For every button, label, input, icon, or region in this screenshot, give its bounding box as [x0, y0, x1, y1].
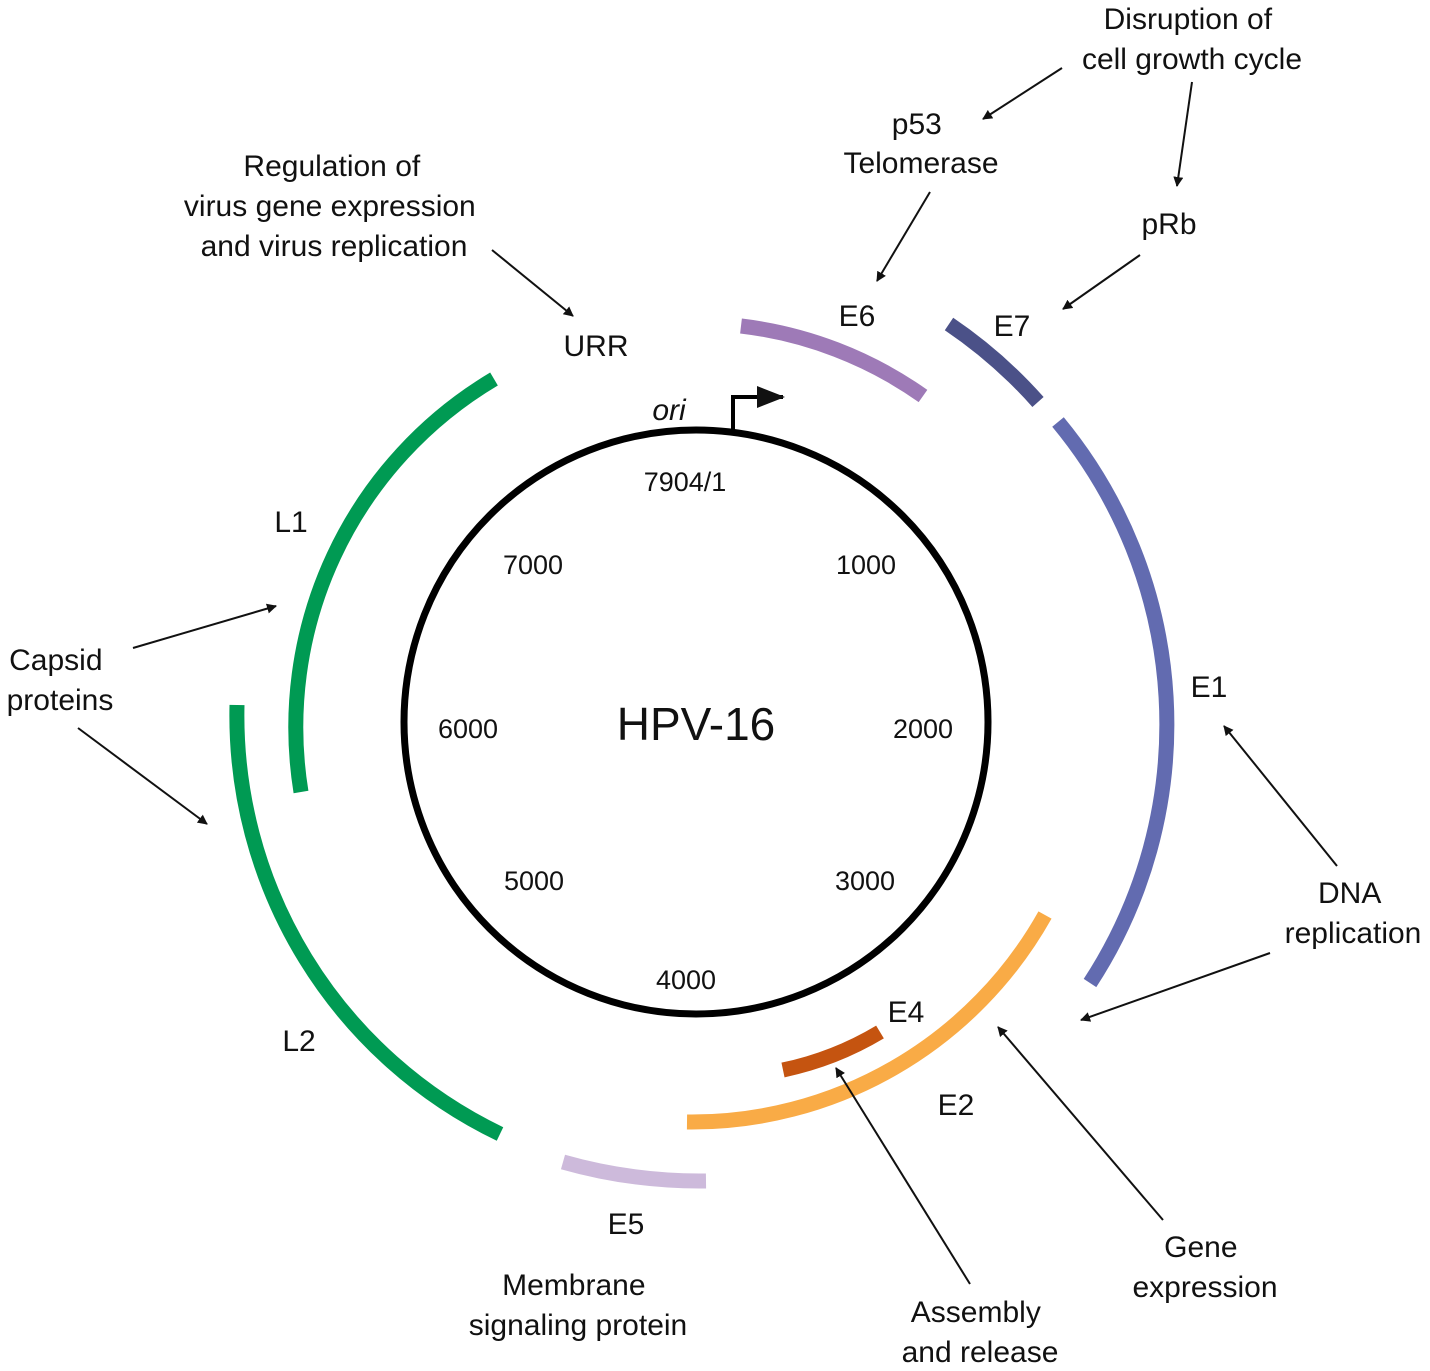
arrow-disruption-to-prb: [1173, 81, 1193, 187]
function-label-p53-telomerase: p53 Telomerase: [843, 108, 998, 180]
gene-label-l1: L1: [274, 506, 307, 539]
arrow-gene-expression-to-e2: [997, 1026, 1164, 1221]
position-label-6000: 6000: [438, 714, 498, 744]
position-label-4000: 4000: [656, 965, 716, 995]
position-label-7000: 7000: [503, 550, 563, 580]
function-label-prb: pRb: [1141, 208, 1196, 241]
gene-label-e7: E7: [994, 310, 1031, 343]
gene-label-e5: E5: [608, 1208, 645, 1241]
gene-label-l2: L2: [282, 1025, 315, 1058]
gene-label-e4: E4: [888, 996, 925, 1029]
gene-arc-e7: [944, 317, 1044, 407]
gene-arc-l2: [229, 704, 504, 1141]
ori-promoter-arrow: [731, 386, 785, 431]
genome-circle: [400, 426, 992, 1018]
gene-label-e2: E2: [938, 1089, 975, 1122]
arrow-telomerase-to-e6: [876, 191, 931, 282]
function-label-assembly: Assembly and release: [902, 1296, 1059, 1369]
gene-arc-e5: [560, 1154, 707, 1189]
gene-arc-e6: [740, 318, 928, 403]
function-label-regulation: Regulation of virus gene expression and …: [184, 150, 484, 263]
gene-label-e6: E6: [839, 300, 876, 333]
arrow-capsid-to-l2: [77, 727, 208, 825]
gene-arc-e4: [781, 1025, 884, 1078]
arrow-capsid-to-l1: [132, 603, 277, 649]
arrow-dna-to-e2: [1080, 952, 1271, 1022]
function-label-disruption: Disruption of cell growth cycle: [1082, 3, 1302, 76]
position-label-3000: 3000: [835, 866, 895, 896]
gene-arc-l1: [288, 372, 498, 794]
function-label-gene-expression: Gene expression: [1132, 1231, 1277, 1304]
position-label-7904: 7904/1: [644, 467, 727, 497]
position-label-2000: 2000: [893, 714, 953, 744]
gene-label-urr: URR: [564, 330, 629, 363]
ori-label: ori: [652, 394, 687, 427]
position-label-1000: 1000: [836, 550, 896, 580]
arrow-disruption-to-p53: [982, 67, 1063, 120]
arrow-dna-to-e1: [1223, 725, 1338, 867]
arrow-prb-to-e7: [1062, 254, 1141, 310]
gene-label-e1: E1: [1191, 671, 1228, 704]
function-label-dna-replication: DNA replication: [1285, 877, 1422, 950]
genome-title: HPV-16: [617, 698, 776, 750]
function-label-capsid: Capsid proteins: [7, 644, 114, 717]
gene-arc-e1: [1052, 417, 1175, 988]
arrow-assembly-to-e4: [835, 1067, 971, 1285]
function-label-membrane: Membrane signaling protein: [469, 1269, 687, 1342]
gene-arc-e2: [686, 911, 1052, 1130]
position-label-5000: 5000: [504, 866, 564, 896]
arrow-regulation-to-urr: [491, 249, 574, 317]
